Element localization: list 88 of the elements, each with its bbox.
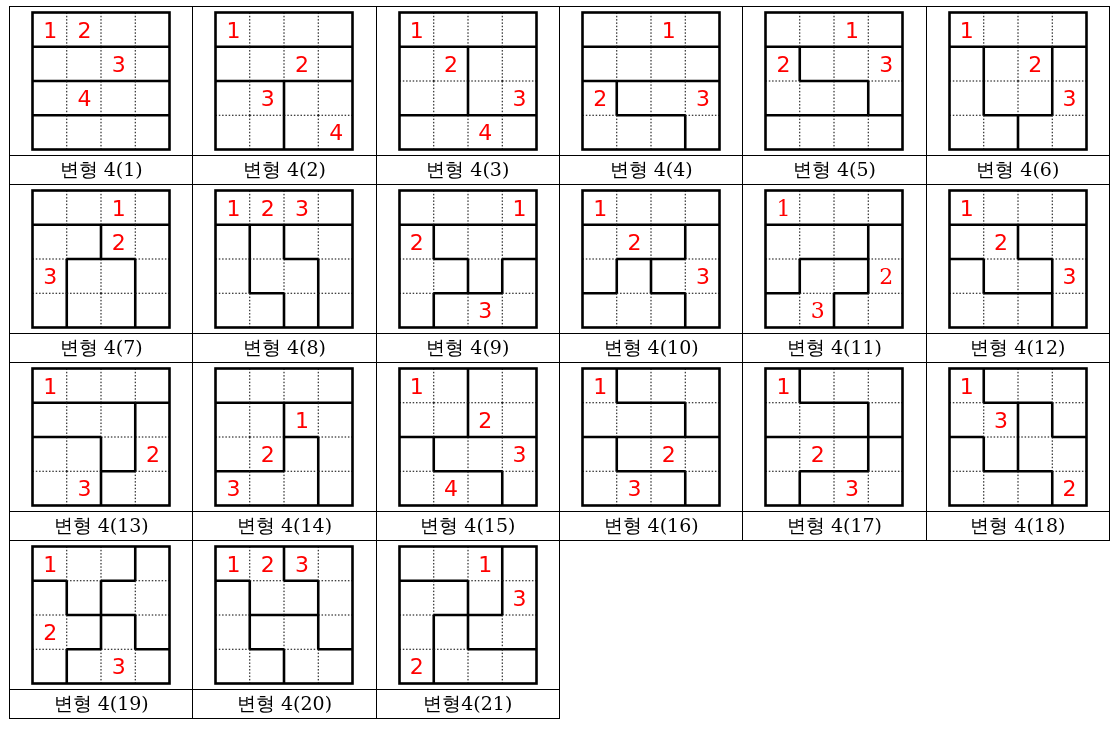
- clue-number: 3: [993, 406, 1010, 435]
- clue-number: 2: [443, 50, 460, 79]
- figure-caption: 변형 4(4): [609, 158, 693, 180]
- clue-number: 1: [225, 16, 242, 45]
- clue-number: 2: [993, 228, 1010, 257]
- clue-number: 4: [477, 119, 494, 148]
- clue-number: 1: [225, 550, 242, 579]
- clue-number: 3: [511, 584, 528, 613]
- figure-caption: 변형 4(8): [242, 336, 326, 358]
- figure-caption: 변형 4(7): [59, 336, 143, 358]
- figure-caption: 변형 4(12): [970, 336, 1066, 358]
- clue-number: 3: [843, 475, 860, 504]
- figure-caption: 변형4(21): [423, 692, 513, 714]
- clue-number: 2: [592, 85, 609, 113]
- clue-number: 3: [225, 475, 242, 504]
- clue-number: 1: [958, 372, 975, 401]
- clue-number: 2: [259, 441, 276, 469]
- clue-number: 3: [511, 85, 528, 113]
- figure-caption: 변형 4(10): [603, 336, 699, 358]
- figure-caption: 변형 4(13): [53, 514, 149, 536]
- clue-number: 2: [775, 50, 792, 79]
- clue-number: 1: [958, 194, 975, 223]
- figure-caption: 변형 4(3): [426, 158, 510, 180]
- clue-number: 3: [294, 550, 310, 579]
- clue-number: 1: [408, 16, 425, 45]
- figure-caption: 변형 4(5): [792, 158, 876, 180]
- clue-number: 1: [660, 16, 677, 45]
- clue-number: 1: [843, 16, 860, 45]
- clue-number: 2: [1027, 50, 1044, 79]
- clue-number: 2: [144, 441, 161, 469]
- figure-caption: 변형 4(11): [786, 336, 883, 358]
- clue-number: 3: [511, 441, 528, 469]
- clue-number: 4: [443, 475, 460, 504]
- figure-caption: 변형 4(15): [420, 514, 516, 536]
- clue-number: 2: [259, 550, 276, 579]
- clue-number: 1: [592, 194, 609, 223]
- clue-number: 1: [511, 194, 528, 223]
- clue-number: 1: [958, 16, 975, 45]
- clue-number: 3: [694, 85, 711, 113]
- clue-number: 3: [259, 85, 276, 113]
- figure-caption: 변형 4(9): [426, 336, 510, 358]
- clue-number: 3: [477, 297, 494, 326]
- clue-number: 4: [76, 85, 93, 113]
- clue-number: 1: [42, 550, 59, 579]
- clue-number: 1: [42, 372, 59, 401]
- clue-number: 1: [294, 406, 310, 435]
- clue-number: 2: [259, 194, 276, 223]
- clue-number: 3: [878, 50, 895, 79]
- clue-number: 3: [626, 475, 643, 504]
- clue-number: 1: [110, 194, 127, 223]
- clue-number: 2: [408, 228, 425, 257]
- clue-number: 2: [408, 653, 425, 682]
- clue-number: 3: [294, 194, 310, 223]
- clue-number: 2: [809, 441, 826, 469]
- clue-number: 1: [408, 372, 425, 401]
- clue-number: 2: [477, 406, 494, 435]
- clue-number: 1: [42, 16, 59, 45]
- clue-number: 2: [76, 16, 93, 45]
- clue-number: 4: [328, 119, 345, 148]
- clue-number: 2: [110, 228, 127, 257]
- clue-number: 1: [775, 372, 792, 401]
- clue-number: 1: [775, 194, 792, 223]
- figure-caption: 변형 4(14): [236, 514, 333, 536]
- figure-caption: 변형 4(19): [53, 692, 149, 714]
- figure-caption: 변형 4(2): [242, 158, 326, 180]
- clue-number: 3: [1061, 263, 1078, 291]
- clue-number: 1: [592, 372, 609, 401]
- clue-number: 1: [225, 194, 242, 223]
- clue-number: 3: [110, 50, 127, 79]
- clue-number: 2: [660, 441, 677, 469]
- figure-caption: 변형 4(20): [236, 692, 333, 714]
- clue-number: 1: [477, 550, 494, 579]
- clue-number: 3: [809, 297, 826, 326]
- figure-caption: 변형 4(16): [603, 514, 699, 536]
- figure-caption: 변형 4(17): [786, 514, 883, 536]
- clue-number: 3: [1061, 85, 1078, 113]
- clue-number: 3: [42, 263, 59, 291]
- clue-number: 2: [626, 228, 643, 257]
- clue-number: 3: [110, 653, 127, 682]
- clue-number: 3: [694, 263, 711, 291]
- clue-number: 2: [294, 50, 310, 79]
- figure-caption: 변형 4(1): [59, 158, 143, 180]
- clue-number: 2: [42, 619, 59, 647]
- figure-caption: 변형 4(18): [970, 514, 1066, 536]
- clue-number: 3: [76, 475, 93, 504]
- clue-number: 2: [1061, 475, 1078, 504]
- clue-number: 2: [878, 263, 895, 291]
- figure-caption: 변형 4(6): [976, 158, 1060, 180]
